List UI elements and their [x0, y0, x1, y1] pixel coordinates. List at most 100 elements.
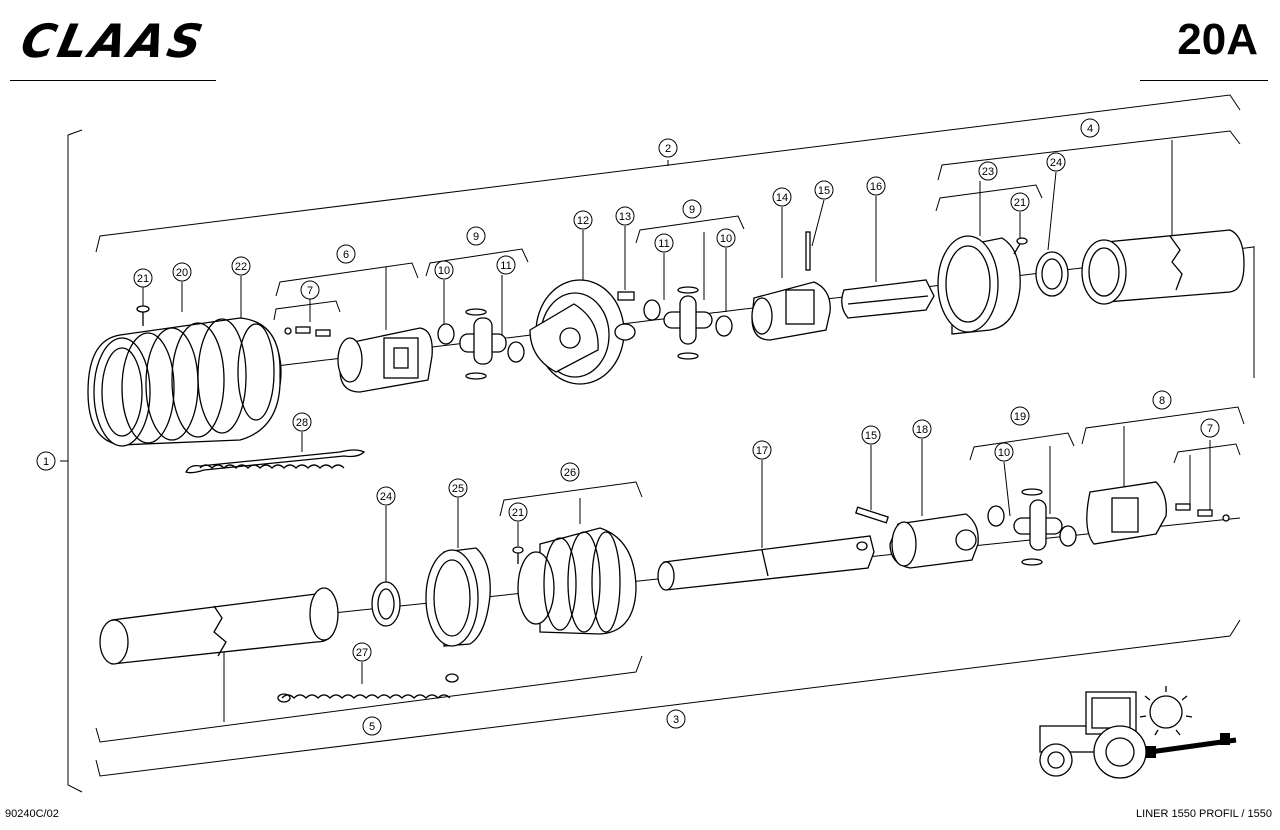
chain-27 — [277, 673, 459, 703]
grease-nipple-7-upper — [284, 326, 331, 337]
protection-cone-23 — [937, 235, 1021, 335]
screw-21-upper-left — [136, 305, 150, 326]
callout-9-right: 9 — [682, 199, 702, 219]
spring-13 — [617, 291, 635, 301]
screw-21-lower — [512, 546, 524, 564]
svg-text:5: 5 — [369, 721, 375, 733]
model-label: LINER 1550 PROFIL / 1550 — [1136, 808, 1272, 820]
callout-9-left: 9 — [466, 226, 486, 246]
svg-text:10: 10 — [438, 265, 450, 277]
callout-10-upper-left: 10 — [434, 260, 454, 280]
leader-lines — [142, 140, 1211, 722]
svg-text:8: 8 — [1159, 395, 1165, 407]
svg-text:9: 9 — [473, 231, 479, 243]
bearing-ring-24-lower — [371, 581, 401, 627]
callout-23: 23 — [978, 161, 998, 181]
protection-cone-26 — [517, 527, 637, 635]
callout-22: 22 — [231, 256, 251, 276]
callout-27: 27 — [352, 642, 372, 662]
svg-text:15: 15 — [865, 430, 877, 442]
profile-tube-16 — [841, 279, 935, 319]
yoke-8 — [1086, 481, 1167, 545]
svg-text:24: 24 — [380, 491, 392, 503]
gear-profile-icon — [1139, 686, 1193, 736]
yoke-18 — [889, 513, 979, 569]
cross-kit-9-upper-left — [437, 308, 525, 380]
callout-17: 17 — [752, 440, 772, 460]
svg-text:7: 7 — [1207, 423, 1213, 435]
callout-12: 12 — [573, 210, 593, 230]
guard-tube-4 — [1081, 229, 1245, 305]
svg-text:1: 1 — [43, 456, 49, 468]
callout-11-upper-right: 11 — [654, 233, 674, 253]
svg-text:17: 17 — [756, 445, 768, 457]
callout-15-lower: 15 — [861, 425, 881, 445]
svg-text:21: 21 — [1014, 197, 1026, 209]
svg-text:20: 20 — [176, 267, 188, 279]
callout-16: 16 — [866, 176, 886, 196]
callout-8: 8 — [1152, 390, 1172, 410]
callout-19: 19 — [1010, 406, 1030, 426]
protection-cone-upper — [87, 317, 282, 447]
svg-text:26: 26 — [564, 467, 576, 479]
svg-text:10: 10 — [720, 233, 732, 245]
bearing-ring-24-upper — [1035, 251, 1069, 297]
document-code: 90240C/02 — [5, 808, 59, 820]
callout-1: 1 — [36, 451, 56, 471]
callout-6: 6 — [336, 244, 356, 264]
callout-26: 26 — [560, 462, 580, 482]
assembly-brackets — [60, 94, 1255, 793]
callout-24-lower: 24 — [376, 486, 396, 506]
callout-11-upper-left: 11 — [496, 255, 516, 275]
profile-tube-17 — [657, 535, 875, 591]
svg-text:21: 21 — [137, 273, 149, 285]
callout-10-lower: 10 — [994, 442, 1014, 462]
guard-tube-5 — [99, 587, 339, 665]
tractor-icon — [1039, 691, 1147, 779]
cross-kit-19 — [987, 488, 1077, 566]
grease-nipple-7-lower — [1175, 503, 1230, 522]
callout-2: 2 — [658, 138, 678, 158]
svg-text:23: 23 — [982, 166, 994, 178]
callout-13: 13 — [615, 206, 635, 226]
yoke-6 — [337, 327, 433, 393]
svg-text:22: 22 — [235, 261, 247, 273]
logo-underline — [10, 80, 216, 81]
svg-text:7: 7 — [307, 285, 313, 297]
svg-text:11: 11 — [658, 238, 669, 250]
callout-3: 3 — [666, 709, 686, 729]
callout-4: 4 — [1080, 118, 1100, 138]
protection-cone-25 — [425, 547, 491, 647]
svg-text:16: 16 — [870, 181, 882, 193]
svg-text:6: 6 — [343, 249, 349, 261]
screw-21-upper-right — [1013, 237, 1028, 255]
callout-24-upper: 24 — [1046, 152, 1066, 172]
callout-7-lower: 7 — [1200, 418, 1220, 438]
svg-text:27: 27 — [356, 647, 368, 659]
driveshaft-icon — [1146, 733, 1237, 758]
callout-21-upper-right: 21 — [1010, 192, 1030, 212]
svg-text:12: 12 — [577, 215, 589, 227]
pin-15-lower — [855, 506, 889, 524]
svg-text:25: 25 — [452, 483, 464, 495]
page-number-underline — [1140, 80, 1268, 81]
yoke-14 — [751, 281, 831, 341]
page-number: 20A — [1177, 15, 1258, 64]
callout-28: 28 — [292, 412, 312, 432]
callout-10-upper-right: 10 — [716, 228, 736, 248]
pin-15-upper — [805, 231, 811, 271]
svg-text:15: 15 — [818, 185, 830, 197]
svg-text:3: 3 — [673, 714, 679, 726]
safety-chain-28 — [185, 449, 366, 474]
svg-text:19: 19 — [1014, 411, 1026, 423]
svg-text:28: 28 — [296, 417, 308, 429]
svg-text:4: 4 — [1087, 123, 1093, 135]
svg-text:10: 10 — [998, 447, 1010, 459]
callout-14: 14 — [772, 187, 792, 207]
cross-kit-9-upper-right — [643, 286, 733, 360]
svg-text:18: 18 — [916, 424, 928, 436]
svg-text:24: 24 — [1050, 157, 1062, 169]
svg-text:21: 21 — [512, 507, 524, 519]
svg-text:2: 2 — [665, 143, 671, 155]
